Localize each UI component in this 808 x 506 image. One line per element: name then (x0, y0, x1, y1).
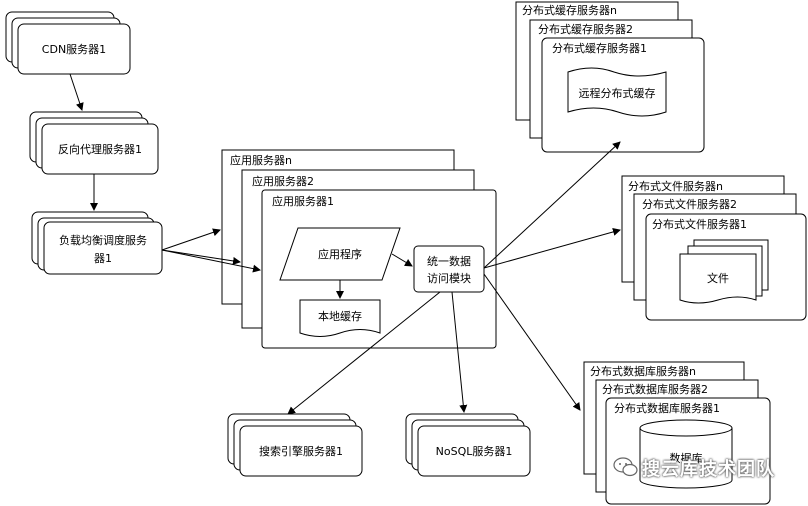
application-program-label: 应用程序 (318, 247, 362, 261)
load-balancer-label-1: 负载均衡调度服务 (59, 233, 147, 247)
remote-cache-shape (567, 67, 667, 117)
reverse-proxy-box (41, 123, 159, 175)
app-server-1-title: 应用服务器1 (272, 194, 334, 208)
watermark-text: 搜云库技术团队 (642, 459, 775, 480)
data-access-module-label-2: 访问模块 (427, 272, 471, 285)
remote-cache-label: 远程分布式缓存 (579, 86, 656, 100)
file-label: 文件 (707, 271, 729, 285)
wechat-icon (613, 457, 638, 477)
db-server-1-title: 分布式数据库服务器1 (614, 401, 720, 415)
edge-lb-to-app-2 (161, 249, 241, 265)
local-cache-label: 本地缓存 (318, 309, 362, 323)
data-access-module-box (413, 245, 485, 293)
connectors (69, 73, 621, 415)
cdn-server-box (17, 23, 131, 75)
edge-module-to-cache (483, 141, 621, 269)
edge-lb-to-app-1 (161, 249, 261, 273)
search-server-label: 搜索引擎服务器1 (259, 444, 343, 458)
db-server-stack: 分布式数据库服务器n 分布式数据库服务器2 分布式数据库服务器1 数据库 (583, 361, 771, 505)
load-balancer-label-2: 器1 (94, 252, 112, 265)
local-cache-shape (299, 299, 381, 337)
database-label: 数据库 (670, 451, 703, 465)
file-server-1-title: 分布式文件服务器1 (652, 217, 747, 231)
nosql-server-label: NoSQL服务器1 (436, 445, 513, 458)
database-cylinder (639, 419, 733, 489)
edge-cdn-to-proxy (69, 73, 84, 111)
application-program-shape (279, 227, 401, 281)
reverse-proxy-stack: 反向代理服务器1 (29, 111, 159, 175)
search-server-stack: 搜索引擎服务器1 (227, 413, 363, 477)
cache-server-2-title: 分布式缓存服务器2 (538, 22, 633, 36)
reverse-proxy-label: 反向代理服务器1 (58, 142, 142, 156)
file-server-stack: 分布式文件服务器n 分布式文件服务器2 分布式文件服务器1 文件 (621, 175, 807, 321)
edge-program-to-module (391, 253, 413, 267)
db-server-2-title: 分布式数据库服务器2 (602, 382, 708, 396)
edge-module-to-db (483, 273, 581, 411)
load-balancer-stack: 负载均衡调度服务 器1 (31, 211, 163, 275)
search-server-box (239, 425, 363, 477)
db-server-n-title: 分布式数据库服务器n (590, 364, 696, 378)
app-server-2-title: 应用服务器2 (252, 174, 314, 188)
edge-module-to-nosql (451, 291, 468, 413)
edge-module-to-search (287, 291, 441, 415)
edge-module-to-file (483, 228, 621, 269)
cache-server-stack: 分布式缓存服务器n 分布式缓存服务器2 分布式缓存服务器1 远程分布式缓存 (515, 1, 705, 153)
nosql-server-stack: NoSQL服务器1 (405, 413, 531, 477)
load-balancer-box (43, 221, 163, 275)
cache-server-n-title: 分布式缓存服务器n (522, 3, 617, 17)
app-server-n-title: 应用服务器n (230, 153, 292, 167)
cache-server-1-title: 分布式缓存服务器1 (552, 41, 647, 55)
file-server-n-title: 分布式文件服务器n (628, 179, 723, 193)
app-server-stack: 应用服务器n 应用服务器2 应用服务器1 应用程序 本地缓存 统一数据 访问模块 (221, 149, 497, 349)
nosql-server-box (417, 425, 531, 477)
cdn-server-label: CDN服务器1 (42, 43, 106, 56)
file-server-2-title: 分布式文件服务器2 (642, 197, 737, 211)
data-access-module-label-1: 统一数据 (427, 254, 471, 268)
edge-lb-to-app-n (161, 228, 221, 251)
file-shape (679, 253, 757, 304)
cdn-server-stack: CDN服务器1 (5, 11, 131, 75)
